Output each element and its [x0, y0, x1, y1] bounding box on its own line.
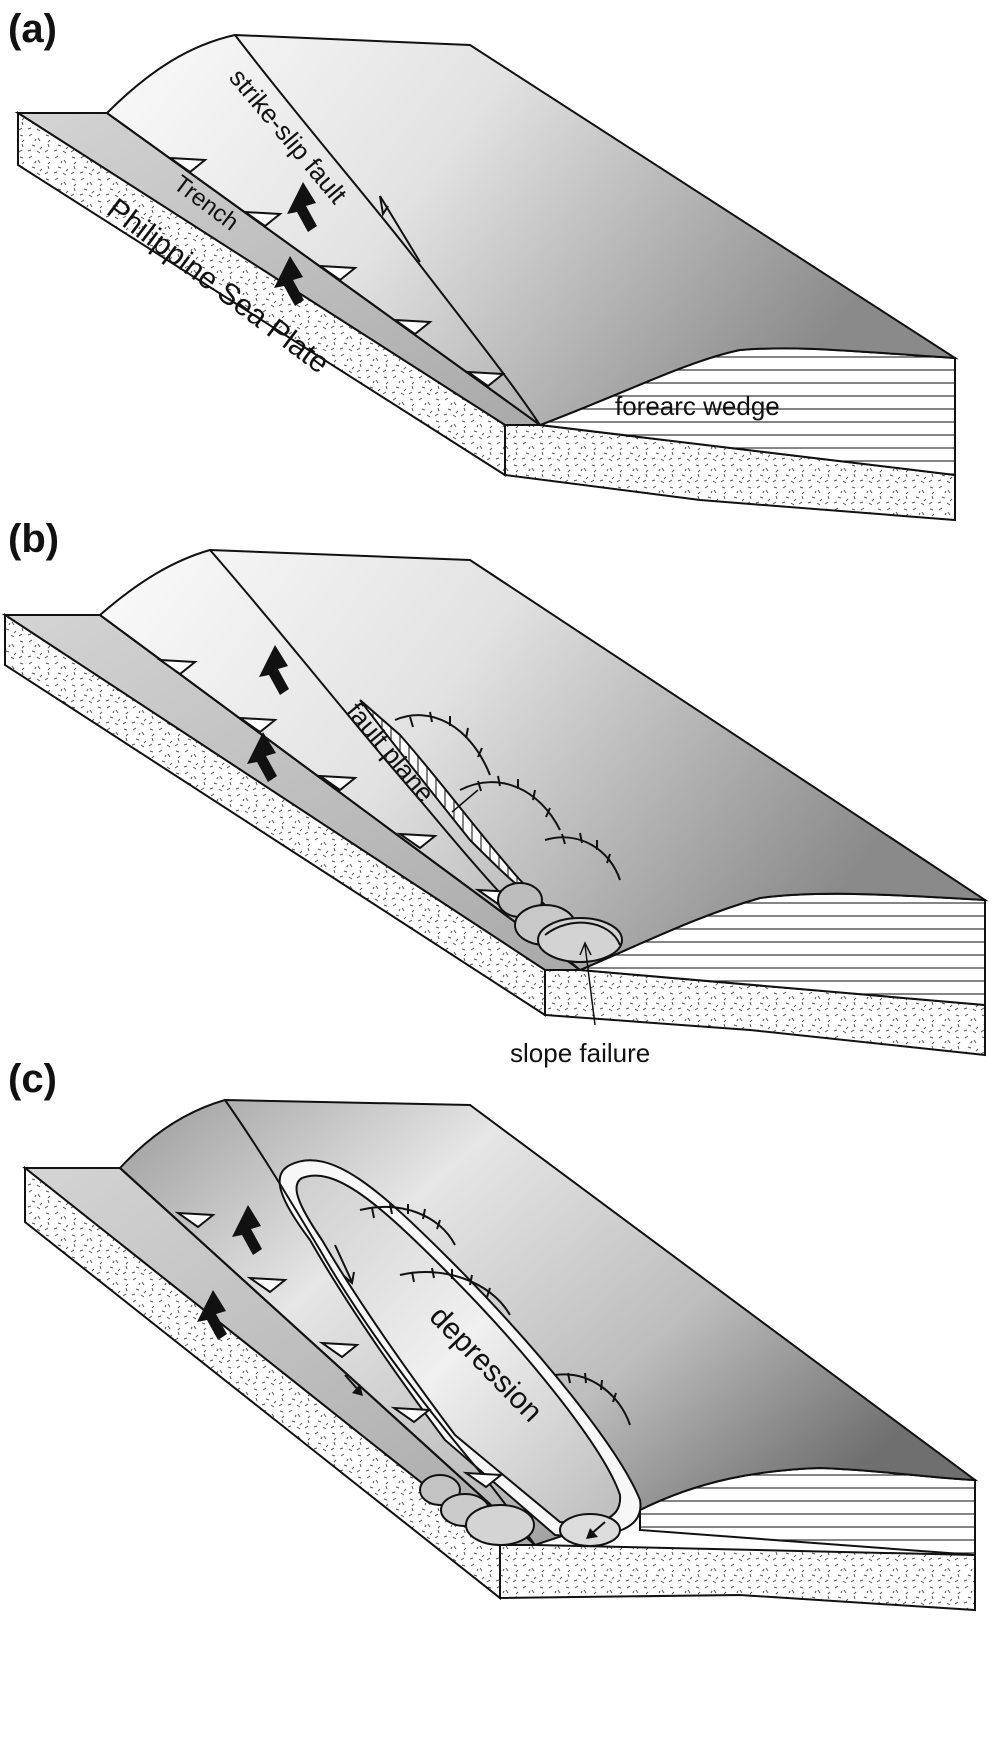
panel-a-label: (a) [8, 7, 57, 51]
panel-c-depression-floor [295, 1174, 622, 1524]
panel-c-label: (c) [8, 1057, 57, 1101]
panel-b-slope-failure-arrowhead [579, 941, 592, 956]
panel-c-slip-arrow-1 [334, 1244, 355, 1285]
panel-b-trench-teeth [156, 658, 516, 906]
panel-b-scarps [394, 711, 621, 881]
panel-a-forearc-wedge-label: forearc wedge [615, 391, 780, 421]
panel-a-trench-teeth [166, 156, 506, 388]
panel-c-trench-line [119, 1167, 536, 1546]
panel-a: (a) [8, 7, 959, 522]
panel-b-convergence-arrow-2 [247, 732, 277, 782]
panel-c-slip-arrow-2 [344, 1374, 363, 1396]
panel-a-strike-slip-fault-line [234, 34, 541, 426]
panel-b-slope-failure-pointer [584, 944, 596, 1026]
panel-a-convergence-arrow-1 [287, 182, 317, 232]
panel-b-fault-plane-pointer [451, 789, 479, 813]
panel-b-convergence-arrow-1 [259, 645, 289, 695]
panel-c-scarps [359, 1203, 631, 1426]
panel-c-convergence-arrow-2 [197, 1290, 227, 1340]
panel-c: (c) [8, 1057, 979, 1612]
panel-c-plate-front [499, 1544, 976, 1612]
panel-c-fault-line [224, 1099, 536, 1546]
panel-a-convergence-arrow-2 [274, 256, 304, 306]
panel-b-slope-failure-label: slope failure [510, 1038, 650, 1068]
panel-c-slip-arrow-3 [586, 1521, 606, 1539]
panel-b-slope-failure-lobes [497, 882, 623, 963]
panel-b-ridge [98, 548, 989, 972]
panel-a-slip-arrow [379, 195, 421, 263]
panel-a-ridge [105, 33, 959, 427]
panel-b-label: (b) [8, 517, 59, 561]
panel-b: (b) [1, 517, 989, 1068]
panel-c-trench-teeth [174, 1211, 504, 1489]
panel-c-convergence-arrow-1 [232, 1205, 262, 1255]
